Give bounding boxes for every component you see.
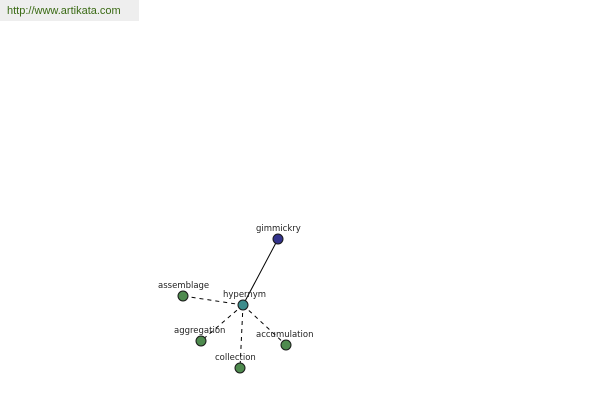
node-gimmickry[interactable] xyxy=(272,233,284,245)
label-assemblage: assemblage xyxy=(158,281,209,291)
label-hypernym: hypernym xyxy=(223,290,266,300)
source-url-link[interactable]: http://www.artikata.com xyxy=(0,0,139,21)
label-accumulation: accumulation xyxy=(256,330,313,340)
label-aggregation: aggregation xyxy=(174,326,225,336)
node-assemblage[interactable] xyxy=(177,290,189,302)
edge-hypernym-assemblage xyxy=(182,295,244,306)
edge-hypernym-collection xyxy=(239,304,244,369)
label-collection: collection xyxy=(215,353,256,363)
edge-hypernym-accumulation xyxy=(242,304,287,346)
node-aggregation[interactable] xyxy=(195,335,207,347)
node-accumulation[interactable] xyxy=(280,339,292,351)
edge-hypernym-aggregation xyxy=(200,304,244,342)
edge-hypernym-gimmickry xyxy=(242,238,279,306)
label-gimmickry: gimmickry xyxy=(256,224,301,234)
node-collection[interactable] xyxy=(234,362,246,374)
node-hypernym[interactable] xyxy=(237,299,249,311)
